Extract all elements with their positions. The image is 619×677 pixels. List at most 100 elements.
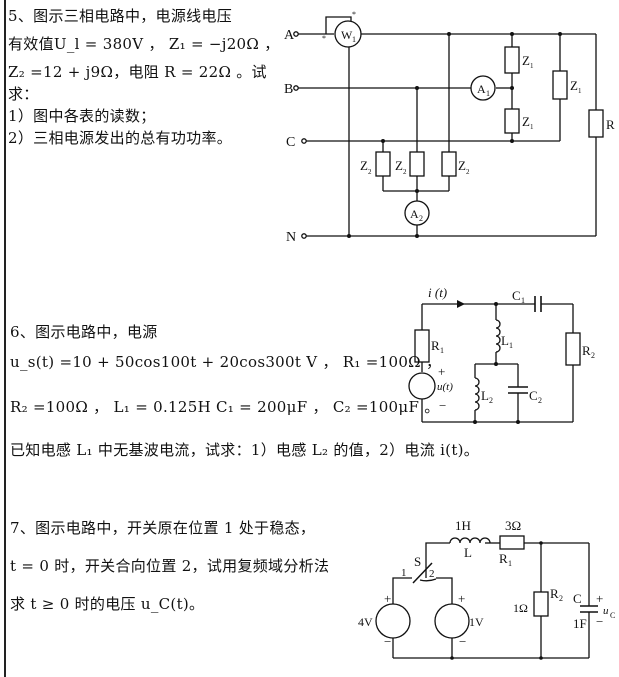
source1-value: 4V (358, 615, 373, 629)
source1-plus: + (384, 591, 391, 606)
star-mark-1: * (322, 34, 326, 43)
p5-line4: 求： (8, 85, 39, 103)
inductor-l (449, 537, 491, 544)
current-label: i (t) (428, 285, 447, 300)
page-left-border (4, 0, 6, 677)
ammeter1-sub: 1 (486, 89, 490, 98)
terminal-n: N (286, 230, 296, 245)
r1-label: R (431, 338, 440, 353)
switch-pos2: 2 (429, 568, 435, 580)
terminal-a: A (284, 28, 295, 43)
p7-line3: 求 t ≥ 0 时的电压 u_C(t)。 (10, 595, 205, 613)
p5-line2: 有效值U_l = 380V ， Z₁ = −j20Ω ， (8, 35, 280, 53)
p5-line1: 5、图示三相电路中，电源线电压 (8, 7, 233, 25)
source2-value: 1V (469, 615, 484, 629)
z1-right-resistor (552, 70, 568, 100)
inductor-label: L (464, 545, 472, 560)
ammeter1-label: A (477, 82, 486, 96)
r1-resistor (414, 329, 430, 363)
p6-line3: R₂ =100Ω ， L₁ = 0.125H C₁ = 200μF ， C₂ =… (10, 398, 440, 416)
r-label: R (606, 117, 615, 132)
r1-value: 3Ω (505, 518, 521, 533)
circuit-6-harmonic (408, 296, 581, 423)
r2-resistor (565, 332, 581, 366)
uc-minus: − (596, 614, 603, 629)
source-4v (375, 603, 411, 639)
p5-line6: 2）三相电源发出的总有功功率。 (8, 129, 233, 147)
z1-bottom-label: Z (522, 114, 530, 129)
z1-bottom-resistor (504, 108, 520, 134)
current-arrow-icon (457, 300, 465, 308)
p5-line5: 1）图中各表的读数； (8, 107, 156, 125)
circuit-5-three-phase (293, 16, 604, 239)
z2-right-label: Z (458, 158, 466, 173)
source-minus: − (439, 398, 446, 413)
switch-pos1: 1 (401, 567, 407, 579)
source2-plus: + (458, 591, 465, 606)
wattmeter-label: W (341, 28, 353, 42)
z2-right-sub: 2 (466, 168, 470, 176)
uc-label: u (603, 605, 609, 617)
p6-line1: 6、图示电路中，电源 (10, 323, 158, 341)
c2-label: C (529, 388, 538, 403)
z2-left-resistor (375, 151, 391, 177)
r2-label: R (582, 343, 591, 358)
z2-left-sub: 2 (368, 168, 372, 176)
source-plus: + (438, 364, 445, 379)
ammeter2-sub: 2 (419, 214, 423, 223)
l1-label: L (501, 333, 509, 348)
z2-mid-sub: 2 (403, 168, 407, 176)
r1-sub-c7: 1 (508, 559, 512, 568)
z1-bottom-sub: 1 (530, 123, 534, 131)
p7-line1: 7、图示电路中，开关原在位置 1 处于稳态， (10, 519, 316, 537)
z2-mid-label: Z (395, 158, 403, 173)
p5-line3: Z₂ =12 + j9Ω，电阻 R = 22Ω 。试 (8, 63, 267, 81)
wattmeter-w1 (334, 20, 362, 48)
circuit-7-switching (375, 535, 598, 659)
r2-resistor-c7 (533, 591, 549, 617)
c1-label: C (512, 288, 521, 303)
l2-label: L (481, 388, 489, 403)
source1-minus: − (384, 634, 391, 649)
source2-minus: − (459, 634, 466, 649)
l1-inductor (495, 319, 501, 353)
r-resistor (588, 109, 604, 138)
terminal-c: C (286, 135, 295, 150)
source-us (408, 372, 436, 400)
uc-plus: + (596, 591, 603, 606)
z1-top-sub: 1 (530, 62, 534, 70)
r2-sub: 2 (591, 351, 595, 360)
z1-top-resistor (504, 46, 520, 74)
l1-sub: 1 (509, 341, 513, 350)
p6-line4: 已知电感 L₁ 中无基波电流，试求：1）电感 L₂ 的值，2）电流 i(t)。 (10, 441, 480, 459)
z1-top-label: Z (522, 53, 530, 68)
z2-left-label: Z (360, 158, 368, 173)
star-mark-2: * (352, 10, 356, 19)
r2-value-c7: 1Ω (513, 601, 528, 615)
r1-resistor-c7 (499, 535, 525, 550)
wattmeter-sub: 1 (352, 35, 356, 44)
source-1v (434, 603, 470, 639)
r2-label-c7: R (550, 586, 559, 601)
ammeter-a1 (470, 75, 496, 101)
r1-sub: 1 (440, 346, 444, 355)
p6-line2: u_s(t) =10 + 50cos100t + 20cos300t V ， R… (10, 353, 442, 371)
c1-sub: 1 (521, 296, 525, 305)
uc-sub: C (610, 611, 615, 620)
ammeter2-label: A (410, 207, 419, 221)
c-label-c7: C (573, 591, 582, 606)
l2-sub: 2 (489, 396, 493, 405)
c-value-c7: 1F (573, 616, 587, 631)
switch-s (412, 562, 433, 584)
c2-sub: 2 (538, 396, 542, 405)
z1-right-label: Z (570, 78, 578, 93)
r1-label-c7: R (499, 551, 508, 566)
switch-label: S (414, 554, 421, 569)
r2-sub-c7: 2 (559, 594, 563, 603)
z2-right-resistor (441, 151, 457, 177)
source-label: u(t) (437, 381, 453, 393)
terminal-b: B (284, 82, 293, 97)
ammeter-a2 (404, 200, 430, 226)
p7-line2: t = 0 时，开关合向位置 2，试用复频域分析法 (10, 557, 330, 575)
